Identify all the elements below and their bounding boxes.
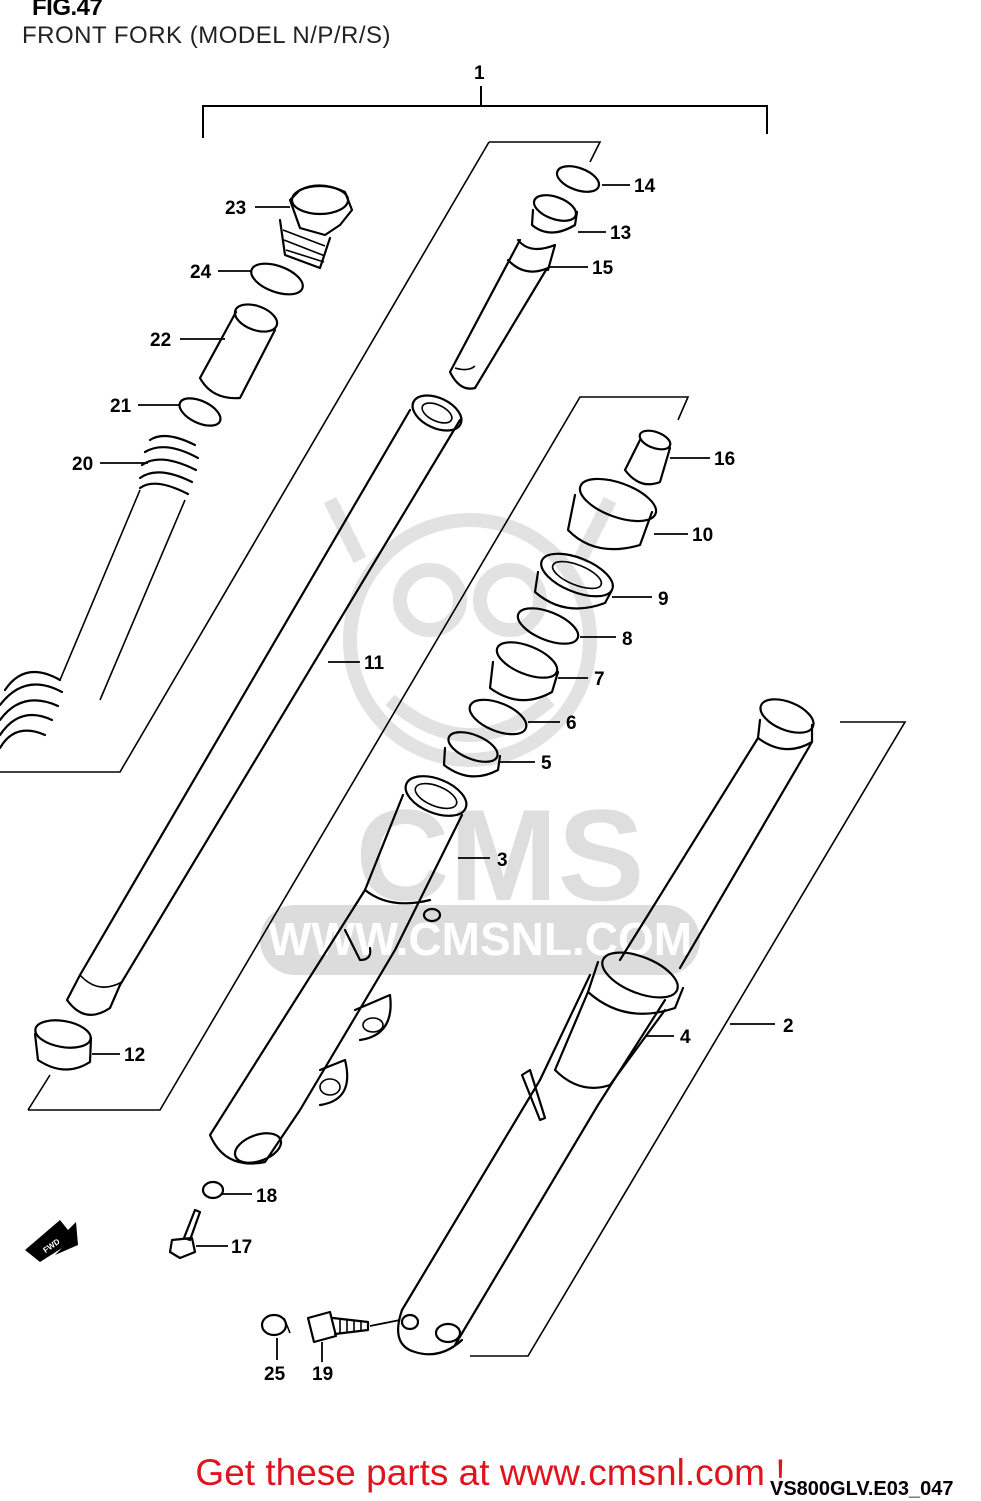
callout-labels: 1 2 3 4 5 6 7 8 9 10 11 12 13 14 15 16 1… [72,63,794,1385]
part-10-dust-seal [566,477,658,551]
forward-direction-badge: FWD [25,1220,78,1262]
leader-lines [92,184,775,1362]
callout-5: 5 [541,753,552,774]
part-19-bolt [306,1310,370,1344]
callout-19: 19 [312,1364,333,1385]
callout-21: 21 [110,396,132,417]
watermark-url: WWW.CMSNL.COM [268,913,692,965]
part-21-washer [178,397,222,427]
part-25-cap [260,1313,291,1337]
callout-18: 18 [256,1186,277,1207]
group-outline-outer-tube [470,721,907,1357]
callout-8: 8 [622,629,633,650]
figure-subtitle: FRONT FORK (MODEL N/P/R/S) [22,22,392,49]
part-5-bushing [442,731,502,778]
part-14-ring [555,165,601,193]
part-3-outer-tube [208,775,468,1165]
part-13-damper-rod-top [530,194,579,234]
callout-15: 15 [592,258,614,279]
callout-6: 6 [566,713,577,734]
assembly-bracket-1 [202,86,768,138]
part-11-inner-tube [65,394,463,1016]
callout-12: 12 [124,1045,145,1066]
callout-24: 24 [190,262,212,283]
part-7-bushing [488,641,560,702]
part-22-spacer [198,303,279,400]
part-23-cap-bolt [278,184,354,270]
part-24-o-ring [250,262,304,296]
part-20-fork-spring [0,434,200,750]
diagram-code: VS800GLV.E03_047 [770,1478,954,1500]
part-6-washer [468,698,528,736]
callout-25: 25 [264,1364,286,1385]
callout-2: 2 [783,1016,794,1037]
callout-16: 16 [714,449,735,470]
forward-arrow-icon [25,1220,78,1262]
part-12-slide-bushing [33,1019,93,1071]
part-18-gasket [201,1180,225,1200]
callout-9: 9 [658,589,669,610]
part-8-stopper-ring [516,607,580,645]
group-outline-inner-tube [0,141,690,1111]
part-9-oil-seal [533,552,614,610]
part-16-cap [623,429,672,486]
callout-10: 10 [692,525,713,546]
part-17-bolt [168,1208,202,1260]
part-4-dust-seal-outer [553,951,685,1089]
callout-4: 4 [680,1027,691,1048]
callout-3: 3 [497,850,508,871]
watermark-url-pill [260,905,700,975]
callout-13: 13 [610,223,631,244]
callout-17: 17 [231,1237,252,1258]
watermark-mascot-icon [323,496,617,767]
part-15-damper-rod [448,238,557,390]
callout-22: 22 [150,330,171,351]
part-2-outer-leg [397,698,815,1356]
callout-11: 11 [364,653,385,674]
promo-link-text[interactable]: Get these parts at www.cmsnl.com ! [195,1452,786,1493]
callout-14: 14 [634,176,656,197]
callout-7: 7 [594,669,605,690]
callout-23: 23 [225,198,246,219]
callout-1: 1 [474,63,485,84]
callout-20: 20 [72,454,93,475]
figure-title: FIG.47 [32,0,103,21]
